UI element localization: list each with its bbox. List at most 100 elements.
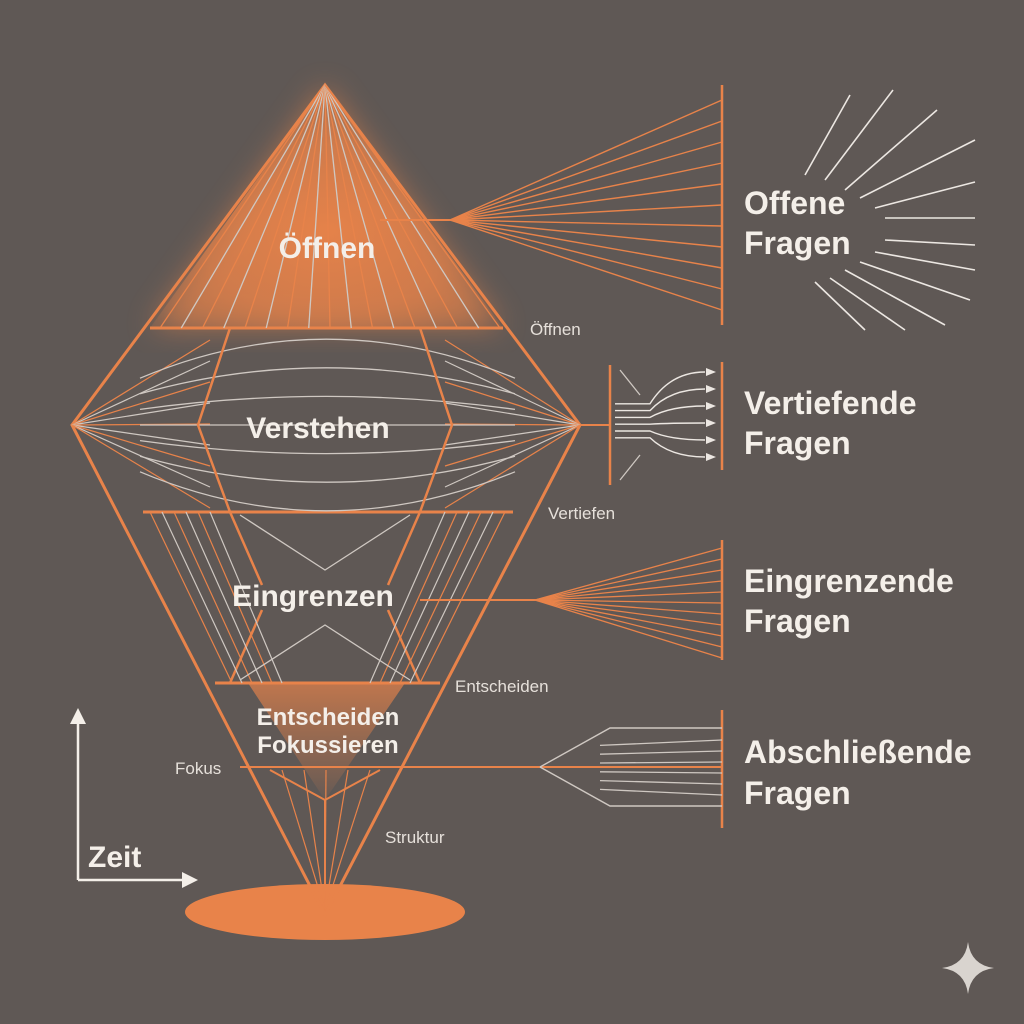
- fan: [449, 120, 723, 221]
- arrow-head-icon: [706, 453, 716, 461]
- fan: [449, 219, 723, 248]
- ray: [829, 277, 906, 331]
- ray: [201, 84, 326, 329]
- arrow-up-icon: [70, 708, 86, 724]
- ray: [814, 281, 866, 331]
- lattice-line: [369, 511, 446, 684]
- question-type-offene: Offene Fragen: [744, 185, 851, 261]
- axis-label: Zeit: [88, 841, 141, 874]
- fan: [599, 771, 723, 774]
- fan: [449, 141, 723, 221]
- side-label-entscheiden: Entscheiden: [455, 677, 549, 696]
- fan: [449, 219, 723, 227]
- arrow-line: [615, 422, 706, 425]
- arrow-head-icon: [706, 368, 716, 376]
- fan-outline: [539, 727, 722, 807]
- fan: [71, 424, 211, 446]
- phase-label-eingrenzen: Eingrenzen: [232, 580, 394, 613]
- fan: [71, 339, 211, 426]
- diamond-glow: [150, 85, 503, 800]
- ray: [844, 269, 946, 326]
- question-type-abschliessende: Abschließende Fragen: [744, 734, 972, 811]
- question-type-line2: Fragen: [744, 603, 851, 639]
- lattice-line: [419, 511, 506, 684]
- ray: [874, 251, 976, 271]
- question-type-line2: Fragen: [744, 225, 851, 261]
- bottom-ray: [324, 769, 349, 911]
- curve: [139, 395, 516, 411]
- lattice-line: [197, 511, 273, 684]
- lattice-line: [161, 511, 243, 684]
- ray: [308, 84, 326, 329]
- ray: [324, 84, 331, 329]
- ray: [159, 84, 326, 329]
- lattice: [228, 511, 422, 684]
- fan: [534, 599, 723, 626]
- arrow-line: [615, 371, 706, 405]
- arrow-head-icon: [706, 419, 716, 427]
- fan: [449, 183, 723, 221]
- fan: [71, 381, 211, 426]
- ray: [859, 139, 976, 199]
- diamond-outline: [70, 82, 582, 919]
- fan: [534, 599, 723, 648]
- fan: [71, 424, 211, 467]
- diamond-wireframe: [70, 82, 582, 919]
- time-axis: [70, 708, 198, 888]
- ray: [324, 84, 480, 329]
- lattice-line: [409, 511, 494, 684]
- fan: [534, 599, 723, 615]
- fan: [449, 162, 723, 221]
- lattice-line: [399, 511, 482, 684]
- hatch: [619, 369, 641, 396]
- fan: [534, 599, 723, 637]
- fan: [534, 547, 723, 601]
- lattice-v: [239, 514, 411, 681]
- fan: [599, 739, 723, 747]
- side-label-fokus: Fokus: [175, 759, 221, 778]
- ray: [824, 89, 894, 181]
- curve: [139, 367, 516, 395]
- curve: [139, 455, 516, 483]
- fan: [534, 599, 723, 659]
- arrow-head-icon: [706, 402, 716, 410]
- fan: [534, 591, 723, 601]
- question-type-line1: Vertiefende: [744, 385, 917, 421]
- sparkle-icon: [942, 942, 994, 994]
- phase-label-verstehen: Verstehen: [246, 412, 389, 445]
- fan: [449, 99, 723, 221]
- fan: [599, 779, 723, 785]
- ray: [844, 109, 938, 191]
- bottom-ray: [281, 769, 326, 911]
- side-label-oeffnen: Öffnen: [530, 320, 581, 339]
- fan: [534, 580, 723, 601]
- side-label-struktur: Struktur: [385, 828, 445, 847]
- curve: [139, 471, 516, 512]
- fan: [599, 788, 723, 796]
- ray: [874, 181, 976, 209]
- ray: [324, 84, 374, 329]
- arrow-line: [615, 437, 706, 458]
- curve: [139, 439, 516, 455]
- bottom-ray: [303, 769, 326, 911]
- fan: [534, 569, 723, 601]
- ray: [859, 261, 971, 301]
- lattice-line: [209, 511, 283, 684]
- ray: [265, 84, 326, 329]
- fan: [444, 424, 581, 509]
- fan: [71, 402, 211, 426]
- bottom-ray: [324, 769, 327, 911]
- fan: [599, 761, 723, 764]
- ray: [324, 84, 395, 329]
- arrow-line: [615, 405, 706, 419]
- side-label-vertiefen: Vertiefen: [548, 504, 615, 523]
- question-type-line2: Fragen: [744, 425, 851, 461]
- ray: [324, 84, 416, 329]
- fan: [444, 424, 581, 467]
- question-type-line1: Offene: [744, 185, 845, 221]
- ray: [804, 94, 851, 176]
- question-type-line1: Eingrenzende: [744, 563, 954, 599]
- lattice-line: [173, 511, 253, 684]
- ray: [180, 84, 326, 329]
